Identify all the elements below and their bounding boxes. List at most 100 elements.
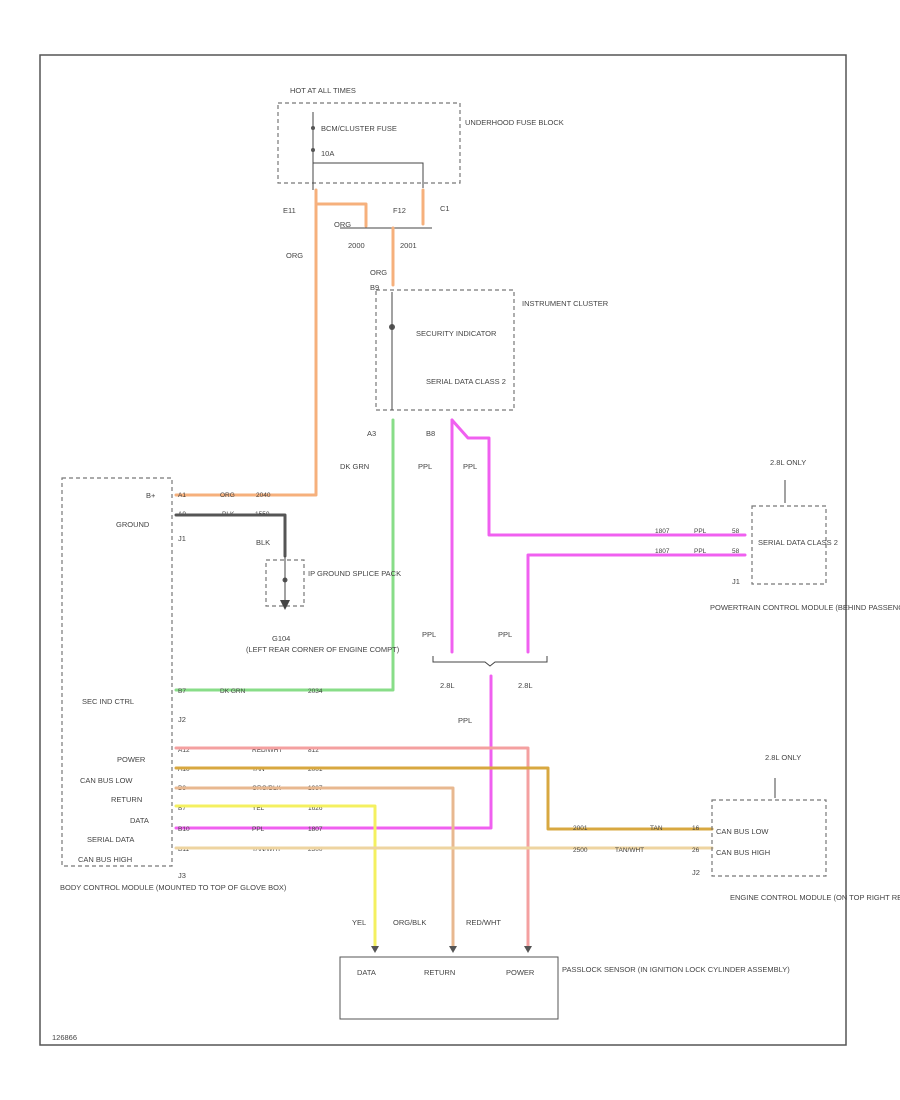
wire-ppl-pcm-lower <box>526 553 747 654</box>
svg-text:PPL: PPL <box>252 826 265 833</box>
passlock-arrow-data-icon <box>371 946 379 953</box>
wire-tan-can-low <box>174 766 714 831</box>
fuse-name: BCM/CLUSTER FUSE <box>321 124 397 133</box>
splice-wire-left: 2000 <box>348 241 365 250</box>
bcm-ground: GROUND <box>116 520 150 529</box>
svg-text:ORG: ORG <box>220 492 235 499</box>
fuse-rating: 10A <box>321 149 334 158</box>
pcm-box <box>751 505 827 585</box>
serial-data-label: SERIAL DATA CLASS 2 <box>426 377 506 386</box>
passlock-box <box>339 956 559 1020</box>
wire-ppl-left-label: PPL <box>422 630 436 639</box>
security-indicator-label: SECURITY INDICATOR <box>416 329 497 338</box>
wire-ppl-serial-right <box>450 418 747 537</box>
instrument-cluster-box <box>375 289 515 411</box>
wire-blk-label: BLK <box>256 538 270 547</box>
bcm-power: POWER <box>117 755 146 764</box>
fuse-link <box>313 162 424 188</box>
svg-text:1807: 1807 <box>655 528 670 535</box>
bcm-serial-data: SERIAL DATA <box>87 835 134 844</box>
bcm-sec-ind: SEC IND CTRL <box>82 697 134 706</box>
splice-wire-right: 2001 <box>400 241 417 250</box>
ground-splice-name: IP GROUND SPLICE PACK <box>308 569 401 578</box>
fuse-terminal-top <box>311 126 315 130</box>
bcm-data: DATA <box>130 816 149 825</box>
svg-text:A1: A1 <box>178 492 186 499</box>
ecm-title: ENGINE CONTROL MODULE (ON TOP RIGHT REAR… <box>730 893 900 902</box>
cluster-pin-b: B8 <box>426 429 435 438</box>
pcm-serial: SERIAL DATA CLASS 2 <box>758 538 838 547</box>
svg-text:B7: B7 <box>178 805 186 812</box>
bcm-box <box>61 477 173 867</box>
passlock-power: POWER <box>506 968 535 977</box>
wire-org-bcm-feed <box>174 188 318 497</box>
svg-text:B7: B7 <box>178 688 186 695</box>
svg-text:PPL: PPL <box>694 548 707 555</box>
bcm-can-low: CAN BUS LOW <box>80 776 133 785</box>
option-brace <box>432 656 548 667</box>
bcm-bplus: B+ <box>146 491 156 500</box>
svg-text:2034: 2034 <box>308 688 323 695</box>
wire-orgblk-return <box>174 786 455 949</box>
bcm-title: BODY CONTROL MODULE (MOUNTED TO TOP OF G… <box>60 883 287 892</box>
hot-label: HOT AT ALL TIMES <box>290 86 356 95</box>
svg-text:RED/WHT: RED/WHT <box>252 747 282 754</box>
passlock-arrow-power-icon <box>524 946 532 953</box>
wire-ppl-bcm-serial <box>174 674 493 830</box>
footer-code: 126866 <box>52 1033 77 1042</box>
svg-text:1807: 1807 <box>655 548 670 555</box>
wire-ppl-right-label: PPL <box>498 630 512 639</box>
passlock-wire-orgblk: ORG/BLK <box>393 918 426 927</box>
svg-text:58: 58 <box>732 528 740 535</box>
svg-text:TAN: TAN <box>650 825 663 832</box>
pcm-conn: J1 <box>732 577 740 586</box>
bcm-row-3: A12 RED/WHT 812 <box>178 747 319 754</box>
pcm-option: 2.8L ONLY <box>770 458 806 467</box>
passlock-arrow-return-icon <box>449 946 457 953</box>
passlock-data: DATA <box>357 968 376 977</box>
svg-text:26: 26 <box>692 847 700 854</box>
bcm-conn-3: J3 <box>178 871 186 880</box>
passlock-wire-yel: YEL <box>352 918 366 927</box>
wire-org-cluster-label: ORG <box>370 268 387 277</box>
svg-text:PPL: PPL <box>694 528 707 535</box>
wire-ppl-b-label: PPL <box>463 462 477 471</box>
bcm-row-6: B7 YEL 1626 <box>178 805 323 812</box>
ecm-can-low: CAN BUS LOW <box>716 827 769 836</box>
ecm-row-low: 2001 TAN 16 <box>573 825 700 832</box>
bcm-conn-1: J1 <box>178 534 186 543</box>
cluster-title: INSTRUMENT CLUSTER <box>522 299 609 308</box>
passlock-return: RETURN <box>424 968 455 977</box>
cluster-pin-a: A3 <box>367 429 376 438</box>
ground-icon <box>280 600 290 610</box>
svg-text:2001: 2001 <box>573 825 588 832</box>
wire-org-left-label: ORG <box>286 251 303 260</box>
fuse-block-title: UNDERHOOD FUSE BLOCK <box>465 118 564 127</box>
ecm-box <box>711 799 827 877</box>
svg-text:2040: 2040 <box>256 492 271 499</box>
bcm-conn-2: J2 <box>178 715 186 724</box>
bcm-row-0: A1 ORG 2040 <box>178 492 271 499</box>
wire-redwht-power <box>174 746 530 949</box>
fuse-terminal-bottom <box>311 148 315 152</box>
svg-text:B10: B10 <box>178 826 190 833</box>
pcm-title: POWERTRAIN CONTROL MODULE (BEHIND PASSEN… <box>710 603 900 612</box>
svg-text:YEL: YEL <box>252 805 265 812</box>
wire-ppl-bottom-label: PPL <box>458 716 472 725</box>
svg-text:58: 58 <box>732 548 740 555</box>
ecm-row-high: 2500 TAN/WHT 26 <box>573 847 700 854</box>
svg-text:1626: 1626 <box>308 805 323 812</box>
fuse-pin-left: E11 <box>283 206 296 215</box>
wire-ppl-a-label: PPL <box>418 462 432 471</box>
passlock-title: PASSLOCK SENSOR (IN IGNITION LOCK CYLIND… <box>562 965 790 974</box>
engine-option-left: 2.8L <box>440 681 455 690</box>
bcm-row-2: B7 DK GRN 2034 <box>178 688 323 695</box>
wire-blk-ground <box>174 513 287 558</box>
svg-text:A12: A12 <box>178 747 190 754</box>
diagram-frame <box>39 54 847 1046</box>
fuse-block-box <box>277 102 461 184</box>
wire-org-splice-left <box>316 202 368 228</box>
wire-dkgrn-label: DK GRN <box>340 462 369 471</box>
fuse-pin-mid: F12 <box>393 206 406 215</box>
